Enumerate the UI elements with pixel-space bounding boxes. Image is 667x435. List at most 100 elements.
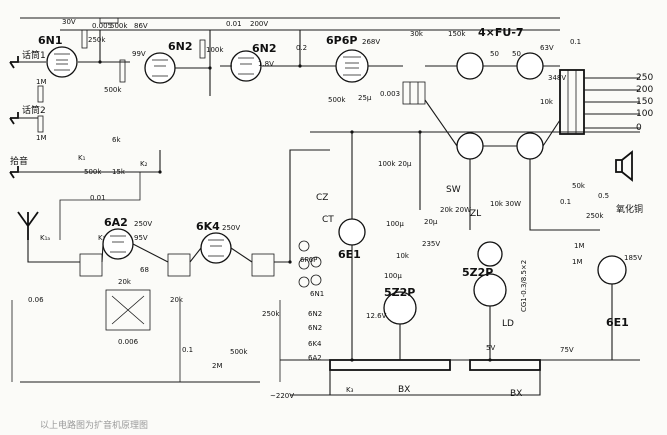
label-bx1: BX — [398, 385, 410, 395]
label-copper-oxide: 氧化铜 — [616, 203, 643, 215]
label-235v: 235V — [422, 240, 440, 248]
tube-6k4-label: 6K4 — [196, 220, 220, 233]
label-220v: ~220V — [270, 392, 294, 400]
label-250k-b: 250k — [586, 212, 604, 220]
label-6n2-s2: 6N2 — [308, 324, 322, 332]
label-k1a: K₁ₐ — [40, 234, 50, 242]
label-ld: LD — [502, 319, 514, 329]
label-006: 0.06 — [28, 296, 44, 304]
label-200v: 200V — [250, 20, 268, 28]
tap-250: 250 — [636, 73, 653, 83]
label-500k-b: 500k — [328, 96, 346, 104]
label-348v: 348V — [548, 74, 566, 82]
pickup-jack — [9, 166, 60, 179]
label-30v: 30V — [62, 18, 76, 26]
tube-fu7-4 — [516, 132, 544, 160]
label-12-6v: 12.6V — [366, 312, 387, 320]
tube-6n2-2 — [230, 50, 262, 82]
resistor-100k — [199, 39, 206, 59]
resistor-1m-in2 — [37, 115, 44, 133]
label-0003: 0.003 — [380, 90, 400, 98]
label-250k-a: 250k — [88, 36, 106, 44]
label-30k: 30k — [410, 30, 424, 38]
oscillator-coil — [105, 289, 151, 331]
antenna-icon — [17, 211, 39, 240]
tube-6a2 — [102, 228, 134, 260]
label-1m-in2: 1M — [36, 134, 47, 142]
pickup-label: 拾音 — [10, 155, 28, 167]
cap-0005 — [99, 17, 119, 24]
tube-6n1-label: 6N1 — [38, 34, 63, 47]
label-86v: 86V — [134, 22, 148, 30]
tube-6a2-label: 6A2 — [104, 216, 128, 229]
label-6n2-s: 6N2 — [308, 310, 322, 318]
label-2m: 2M — [212, 362, 223, 370]
label-0-1-b: 0.1 — [182, 346, 193, 354]
tube-5z2p-right-label: 5Z2P — [462, 266, 493, 279]
label-20k: 20k — [118, 278, 132, 286]
label-268v: 268V — [362, 38, 380, 46]
tube-6e1-right-label: 6E1 — [606, 316, 629, 329]
label-95v: 95V — [134, 234, 148, 242]
label-0-01: 0.01 — [90, 194, 106, 202]
label-25u: 25μ — [358, 94, 372, 102]
mic1-jack — [9, 56, 38, 69]
label-sw: SW — [446, 185, 461, 195]
if-transformer-1 — [167, 253, 191, 277]
tube-fu7-label: 4×FU-7 — [478, 26, 524, 39]
label-1-8v: 1.8V — [258, 60, 274, 68]
label-500k-pot: 500k — [104, 86, 122, 94]
label-20k-20w: 20k 20W — [440, 206, 471, 214]
tube-5z2p-right-top — [477, 241, 503, 267]
tube-6e1-left — [338, 218, 366, 246]
label-cz: CZ — [316, 193, 328, 203]
tap-200: 200 — [636, 85, 653, 95]
label-100k-b: 100k — [378, 160, 396, 168]
label-05: 0.5 — [598, 192, 609, 200]
label-6p6p-s: 6P6P — [300, 256, 317, 264]
label-6k: 6k — [112, 136, 121, 144]
tap-100: 100 — [636, 109, 653, 119]
label-6n1-s: 6N1 — [310, 290, 324, 298]
label-50-b: 50 — [512, 50, 521, 58]
tube-6n2-1-label: 6N2 — [168, 40, 193, 53]
tap-150: 150 — [636, 97, 653, 107]
label-75v: 75V — [560, 346, 574, 354]
label-250v: 250V — [134, 220, 152, 228]
label-1m-out: 1M — [574, 242, 585, 250]
label-100u-b: 100μ — [384, 272, 402, 280]
label-10k: 10k — [540, 98, 554, 106]
power-transformer-b — [469, 359, 541, 371]
label-6a2-s: 6A2 — [308, 354, 322, 362]
label-0005: 0.005 — [92, 22, 112, 30]
pot-500k — [119, 59, 126, 83]
label-k3: K₃ — [346, 386, 354, 394]
label-63v: 63V — [540, 44, 554, 52]
label-1m-6e1: 1M — [572, 258, 583, 266]
label-500k-d: 500k — [230, 348, 248, 356]
label-10k-b: 10k — [396, 252, 410, 260]
label-50-a: 50 — [490, 50, 499, 58]
label-k1: K₁ — [78, 154, 86, 162]
junction-dots — [98, 60, 492, 362]
label-cg: CG1-0.3/8.5×2 — [520, 260, 528, 312]
label-10k-30w: 10k 30W — [490, 200, 521, 208]
label-01: 0.1 — [570, 38, 581, 46]
tube-6n1 — [46, 46, 78, 78]
tube-6p6p-label: 6P6P — [326, 34, 357, 47]
label-100u: 100μ — [386, 220, 404, 228]
tube-fu7-1 — [456, 52, 484, 80]
rf-coil-1 — [79, 253, 103, 277]
label-150k: 150k — [448, 30, 466, 38]
label-bx2: BX — [510, 389, 522, 399]
tube-6n2-2-label: 6N2 — [252, 42, 277, 55]
label-6k4-s: 6K4 — [308, 340, 322, 348]
tube-6k4 — [200, 232, 232, 264]
tube-fu7-3 — [456, 132, 484, 160]
label-001: 0.01 — [226, 20, 242, 28]
label-20k-b: 20k — [170, 296, 184, 304]
selector-column — [298, 240, 322, 288]
label-k2: K₂ — [140, 160, 148, 168]
label-50k: 50k — [572, 182, 586, 190]
